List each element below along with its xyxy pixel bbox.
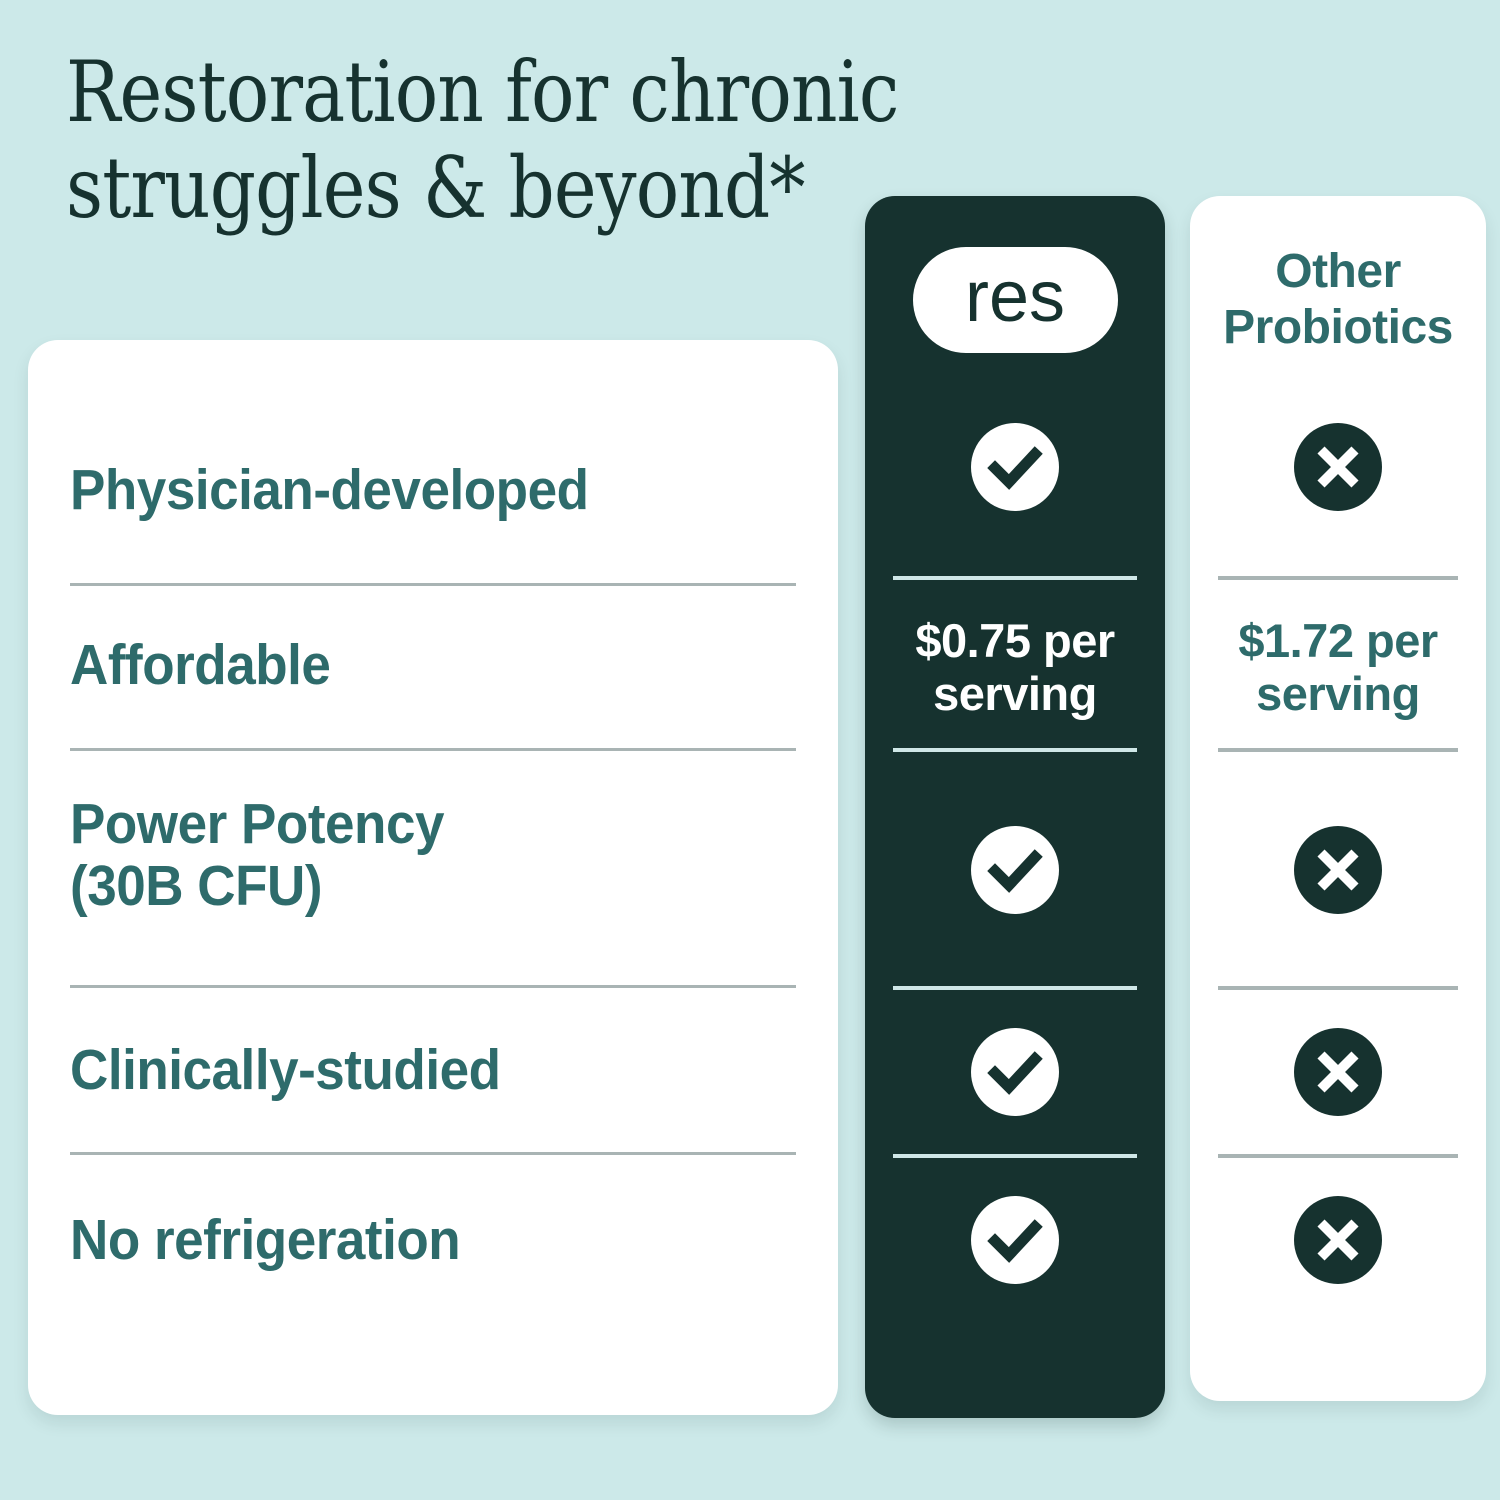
other-probiotics-title: Other Probiotics (1223, 245, 1453, 354)
check-circle-icon (971, 1196, 1059, 1284)
res-logo: res (865, 247, 1165, 353)
feature-list-card: Physician-developed Affordable Power Pot… (28, 340, 838, 1415)
column-divider (893, 1154, 1137, 1158)
feature-label: Physician-developed (70, 458, 589, 522)
check-circle-icon (971, 423, 1059, 511)
column-divider (893, 748, 1137, 752)
feature-label: No refrigeration (70, 1208, 461, 1272)
column-divider (1218, 748, 1458, 752)
page-title-line-2: struggles & beyond* (66, 139, 806, 237)
column-divider (893, 576, 1137, 580)
column-divider (1218, 576, 1458, 580)
feature-row-clinically-studied: Clinically-studied (70, 1030, 796, 1110)
feature-row-power-potency: Power Potency (30B CFU) (70, 780, 796, 930)
other-probiotics-column: Other Probiotics $1.72 per serving (1190, 196, 1486, 1401)
x-circle-icon (1294, 826, 1382, 914)
check-circle-icon (971, 1028, 1059, 1116)
feature-divider (70, 583, 796, 586)
page-title: Restoration for chronic struggles & beyo… (66, 43, 899, 237)
feature-divider (70, 1152, 796, 1155)
brand-column: res $0.75 per serving (865, 196, 1165, 1418)
res-logo-text: res (964, 257, 1066, 337)
feature-row-no-refrigeration: No refrigeration (70, 1200, 796, 1280)
x-circle-icon (1294, 1196, 1382, 1284)
brand-price: $0.75 per serving (915, 614, 1115, 720)
feature-row-physician-developed: Physician-developed (70, 450, 796, 530)
feature-row-affordable: Affordable (70, 625, 796, 705)
page-title-line-1: Restoration for chronic (66, 43, 899, 141)
feature-label: Clinically-studied (70, 1038, 501, 1102)
feature-list: Physician-developed Affordable Power Pot… (28, 340, 838, 1415)
feature-divider (70, 985, 796, 988)
other-price: $1.72 per serving (1238, 614, 1438, 720)
feature-label: Affordable (70, 633, 331, 697)
x-circle-icon (1294, 1028, 1382, 1116)
column-divider (1218, 986, 1458, 990)
column-divider (893, 986, 1137, 990)
feature-label: Power Potency (30B CFU) (70, 792, 444, 918)
column-divider (1218, 1154, 1458, 1158)
check-circle-icon (971, 826, 1059, 914)
x-circle-icon (1294, 423, 1382, 511)
feature-divider (70, 748, 796, 751)
res-logo-pill: res (912, 247, 1118, 353)
